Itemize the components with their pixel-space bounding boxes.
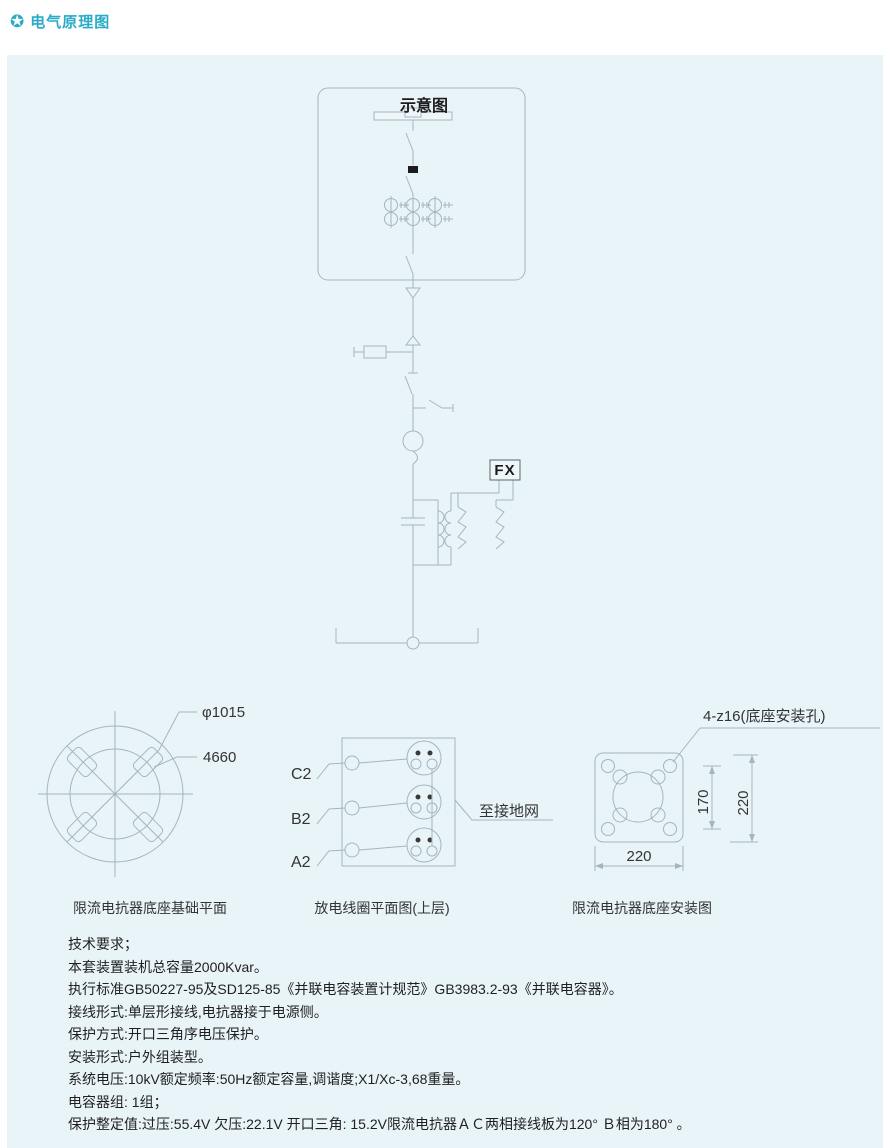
arrow-up-symbol	[404, 335, 422, 346]
dim-220-bottom-label: 220	[626, 848, 651, 865]
tech-line: 接线形式:单层形接线,电抗器接于电源侧。	[68, 1003, 328, 1020]
dim-diameter-label: φ1015	[202, 704, 245, 721]
leader-ground	[454, 799, 553, 821]
tech-line: 电容器组: 1组；	[68, 1093, 168, 1110]
pad	[132, 811, 164, 843]
earthing-switch-branch	[413, 399, 454, 412]
drawing-canvas: 示意图 FX φ1015 4660 限流电抗器底座基础平面 C2 B2 A2 至…	[38, 87, 880, 916]
discharge-caption: 放电线圈平面图(上层)	[314, 900, 449, 916]
tech-heading: 技术要求；	[68, 936, 138, 952]
dimension-220-side	[730, 754, 758, 843]
leader-holes	[672, 727, 701, 763]
pad	[66, 811, 98, 843]
disconnector-icon	[405, 175, 414, 195]
ground-note-label: 至接地网	[479, 803, 539, 820]
base-mount-plan	[594, 727, 880, 871]
capacitor-bank-symbol	[384, 194, 454, 254]
breaker-icon	[408, 166, 418, 173]
capacitor-discharge-group	[401, 480, 514, 566]
discharge-coil-plan	[316, 737, 553, 867]
technical-requirements: 技术要求； 本套装置装机总容量2000Kvar。 执行标准GB50227-95及…	[68, 933, 868, 1136]
leader-diameter	[158, 711, 197, 751]
dim-220-side-label: 220	[735, 790, 752, 815]
coil-primary-symbol	[437, 510, 445, 548]
dim-170-label: 170	[695, 789, 712, 814]
pad	[132, 746, 164, 778]
tech-line: 执行标准GB50227-95及SD125-85《并联电容装置计规范》GB3983…	[68, 981, 623, 997]
phase-label-b2: B2	[291, 811, 311, 828]
reactor-winding-symbol	[457, 506, 467, 550]
tech-line: 保护整定值:过压:55.4V 欠压:22.1V 开口三角: 15.2V限流电抗器…	[68, 1116, 691, 1132]
tech-line: 系统电压:10kV额定频率:50Hz额定容量,调谐度;X1/Xc-3,68重量。	[68, 1071, 470, 1087]
schematic-box	[317, 87, 526, 281]
base-mount-caption: 限流电抗器底座安装图	[572, 900, 712, 916]
drawing-panel: 示意图 FX φ1015 4660 限流电抗器底座基础平面 C2 B2 A2 至…	[7, 55, 883, 1148]
leader-spacing	[153, 756, 197, 768]
switch-blade-icon	[404, 375, 413, 395]
tech-line: 保护方式:开口三角序电压保护。	[68, 1026, 268, 1042]
dimension-220-bottom	[594, 846, 684, 871]
section-header: ✪ 电气原理图	[10, 11, 110, 32]
page-title: 电气原理图	[30, 14, 111, 31]
schematic-box-label: 示意图	[400, 96, 448, 115]
holes-note-label: 4-z16(底座安装孔)	[703, 708, 826, 725]
tech-line: 本套装置装机总容量2000Kvar。	[68, 958, 268, 975]
single-line-diagram	[317, 87, 526, 650]
foundation-plan	[38, 711, 197, 877]
current-transformer-symbol	[402, 430, 424, 465]
foundation-caption: 限流电抗器底座基础平面	[73, 900, 227, 916]
disconnector-icon	[405, 255, 414, 275]
coil-secondary-symbol	[444, 510, 452, 548]
fx-box	[489, 459, 521, 481]
arrow-down-symbol	[405, 287, 421, 299]
dimension-170	[703, 765, 721, 830]
phase-label-c2: C2	[291, 766, 312, 783]
pad	[66, 746, 98, 778]
disconnector-icon	[405, 132, 414, 152]
earthing-bar	[335, 565, 479, 650]
resistor-branch	[353, 345, 413, 359]
terminal-dots	[415, 750, 433, 843]
phase-label-a2: A2	[291, 854, 311, 871]
dim-spacing-label: 4660	[203, 749, 236, 766]
tech-line: 安装形式:户外组装型。	[68, 1048, 212, 1065]
reactor-winding-symbol	[495, 506, 505, 550]
fx-label: FX	[494, 462, 515, 479]
star-circle-icon: ✪	[10, 12, 25, 31]
